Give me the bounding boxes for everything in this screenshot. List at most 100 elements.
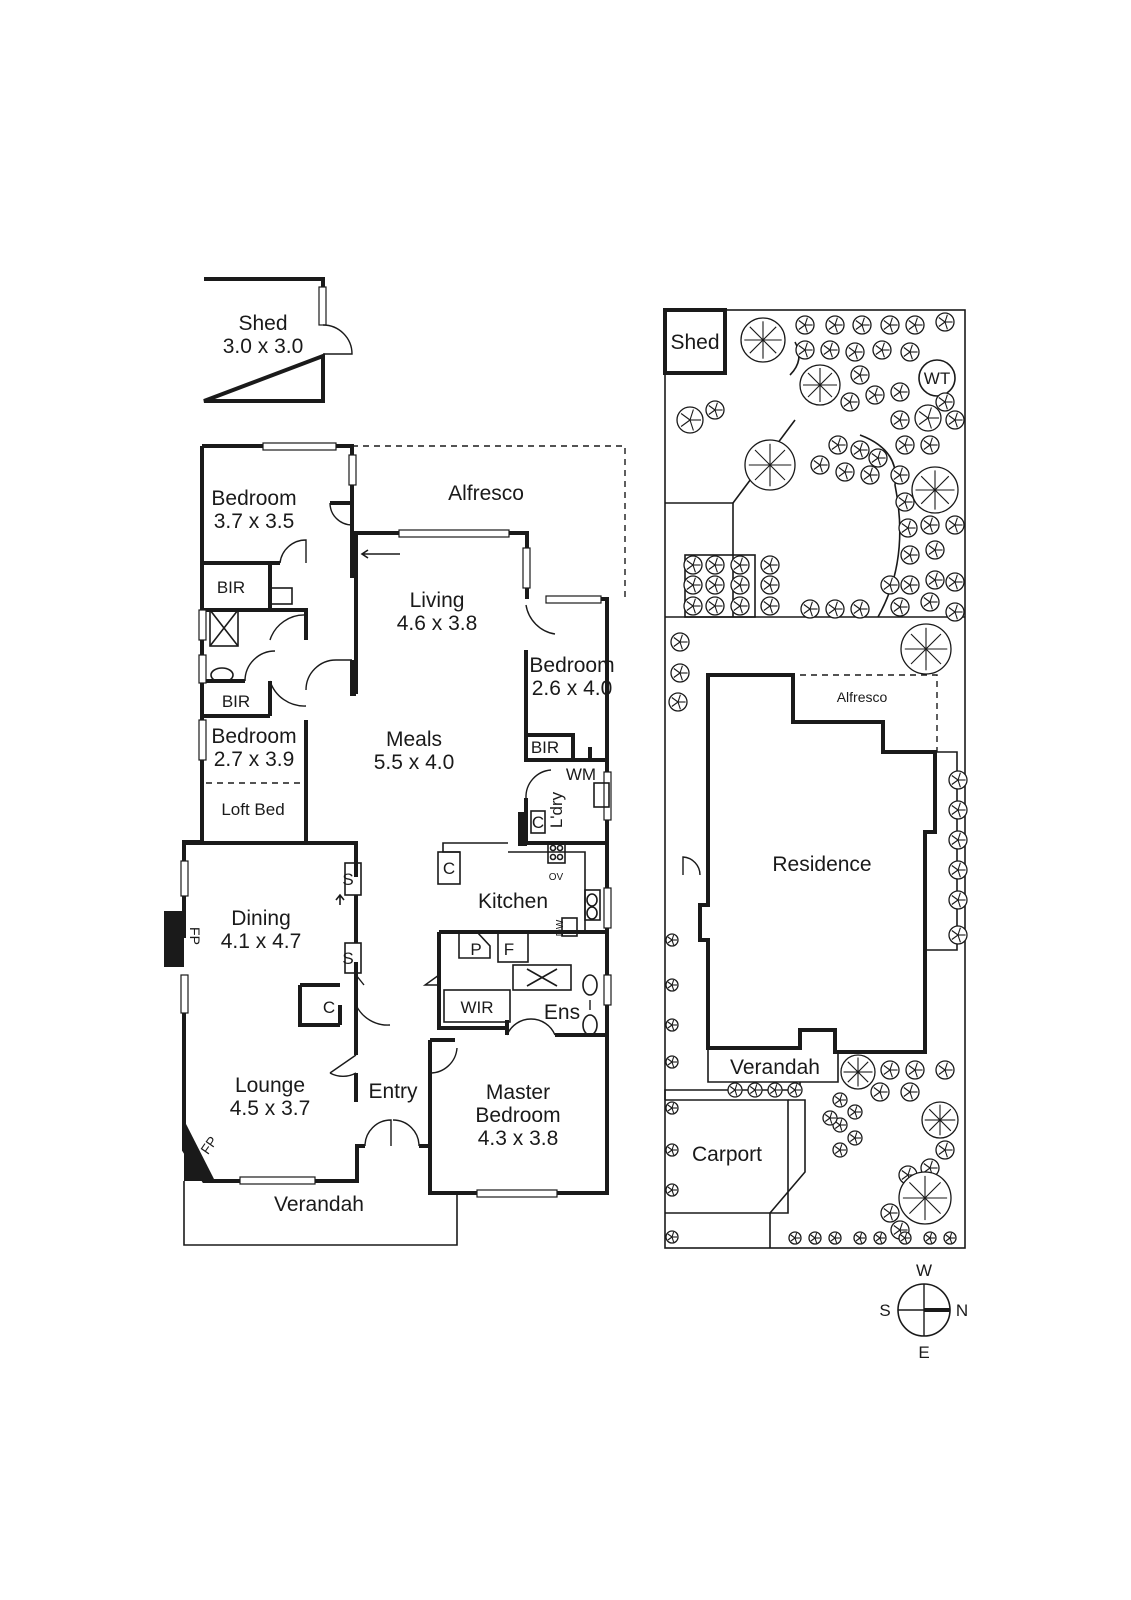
tree-branch [754, 1084, 758, 1091]
tree-branch [854, 344, 858, 353]
tree-branch [927, 417, 932, 429]
tree-branch [944, 1149, 948, 1158]
compass-east: E [918, 1343, 929, 1362]
tree-branch [934, 489, 950, 505]
tree-branch [853, 374, 861, 380]
tree-branch [854, 351, 858, 360]
tree-branch [861, 324, 865, 333]
fixtures [209, 587, 610, 1036]
tree-branch [739, 584, 743, 593]
tree-branch [848, 351, 856, 357]
tree-branch [903, 347, 911, 353]
tree-branch [904, 437, 908, 446]
tree-branch [928, 1108, 941, 1121]
tree-branch [714, 598, 718, 607]
tree-branch [798, 324, 806, 330]
tree-branch [918, 417, 929, 425]
tree-branch [954, 581, 958, 590]
tree-branch [929, 601, 933, 610]
tree-branch [809, 601, 813, 610]
tree-branch [689, 409, 694, 421]
tree-branch [834, 601, 838, 610]
tree-branch [877, 457, 881, 466]
wm-label: WM [566, 765, 596, 784]
tree-branch [868, 390, 876, 396]
tree-branch [708, 605, 716, 611]
tree-branch [667, 939, 673, 944]
tree-branch [708, 564, 716, 570]
tree-branch [907, 520, 911, 529]
tree-branch [790, 1237, 796, 1242]
tree-branch [877, 450, 881, 459]
tree-branch [910, 633, 927, 650]
tree-branch [686, 560, 694, 566]
tree-branch [769, 598, 773, 607]
tree-branch [889, 1212, 893, 1221]
tree-branch [938, 397, 946, 403]
tree-branch [903, 1091, 911, 1097]
tree-branch [929, 1237, 933, 1244]
tree-branch [928, 579, 936, 585]
tree-branch [863, 474, 871, 480]
alfresco-label: Alfresco [448, 482, 524, 505]
tree-branch [879, 1232, 883, 1239]
tree-branch [671, 1019, 675, 1026]
tree-branch [855, 1234, 861, 1239]
living-label: Living [410, 589, 465, 612]
tree-branch [667, 1058, 673, 1063]
tree-branch [861, 317, 865, 326]
tree-branch [855, 324, 863, 330]
tree-branch [855, 320, 863, 326]
residence-label: Residence [772, 853, 871, 876]
tree-branch [834, 1124, 841, 1129]
tree-branch [909, 351, 913, 360]
tree-branch [769, 464, 786, 481]
kitchen-cupboard-label: C [443, 859, 455, 878]
tree-branch [810, 1237, 816, 1242]
tree-branch [739, 598, 743, 607]
tree-branch [938, 317, 946, 323]
master-bedroom-label-1: Master [486, 1081, 550, 1104]
tree-branch [951, 839, 959, 845]
fireplace-dining-block [164, 911, 184, 967]
tree-branch [834, 1232, 838, 1239]
tree-branch [769, 1089, 776, 1094]
tree-branch [883, 324, 891, 330]
floor-plan: Shed 3.0 x 3.0 [164, 277, 626, 1246]
tree-branch [899, 474, 903, 483]
tree-branch [829, 1112, 833, 1119]
tree-branch [901, 523, 909, 529]
tree-branch [734, 1089, 738, 1096]
tree-branch [945, 1234, 951, 1239]
tree-branch [804, 324, 808, 333]
tree-branch [824, 1117, 831, 1122]
tree-branch [692, 584, 696, 593]
tree-branch [901, 527, 909, 533]
tree-branch [798, 349, 806, 355]
tree-branch [869, 467, 873, 476]
tree-branch [904, 444, 908, 453]
tree-branch [893, 1229, 901, 1235]
tree-branch [904, 1232, 908, 1239]
tree-branch [667, 1021, 673, 1026]
windows [180, 442, 612, 1198]
tree-branch [671, 1024, 675, 1031]
tree-branch [692, 598, 696, 607]
tree-branch [831, 444, 839, 450]
tree-branch [939, 1108, 952, 1121]
tree-branch [714, 577, 718, 586]
tree-branch [883, 580, 891, 586]
tree-branch [863, 470, 871, 476]
tree-branch [667, 1233, 673, 1238]
tree-branch [944, 1069, 948, 1078]
tree-branch [907, 1167, 911, 1176]
tree-branch [938, 1145, 946, 1151]
fridge-label: F [504, 940, 514, 959]
tree-branch [679, 641, 683, 650]
tree-branch [692, 557, 696, 566]
tree-branch [838, 467, 846, 473]
tree-branch [925, 1234, 931, 1239]
tree-branch [908, 1069, 916, 1075]
tree-branch [671, 1149, 675, 1156]
tree-branch [714, 605, 718, 614]
